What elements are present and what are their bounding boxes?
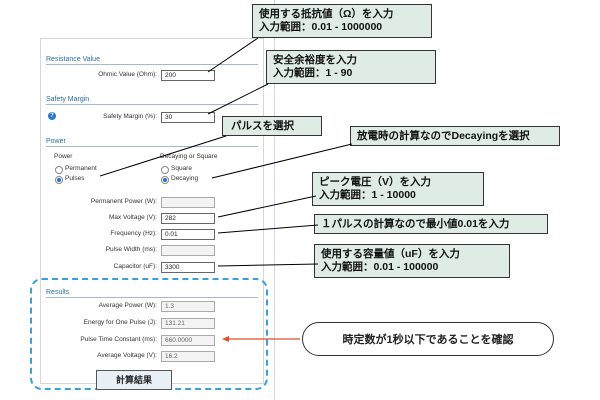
callout-pulse: パルスを選択 bbox=[222, 116, 322, 136]
callout-voltage-line2: 入力範囲：1 - 10000 bbox=[319, 189, 416, 201]
safety-margin-label: Safety Margin (%): bbox=[103, 113, 157, 120]
avg-voltage-label: Average Voltage (V): bbox=[97, 352, 157, 359]
permanent-power-input[interactable] bbox=[161, 197, 215, 208]
callout-frequency: １パルスの計算なので最小値0.01を入力 bbox=[314, 214, 548, 234]
capacitor-input[interactable]: 3300 bbox=[161, 262, 215, 273]
max-voltage-label: Max Voltage (V): bbox=[108, 214, 157, 221]
callout-pulse-text: パルスを選択 bbox=[231, 120, 294, 132]
avg-power-output: 1.3 bbox=[161, 301, 215, 312]
callout-capacitor-line1: 使用する容量値（uF）を入力 bbox=[321, 248, 460, 260]
square-radio-label: Square bbox=[171, 165, 192, 172]
callout-capacitor-line2: 入力範囲：0.01 - 100000 bbox=[321, 261, 439, 273]
callout-frequency-text: １パルスの計算なので最小値0.01を入力 bbox=[321, 218, 510, 230]
callout-resistance-line2: 入力範囲：0.01 - 1000000 bbox=[259, 21, 383, 33]
callout-safety-line2: 入力範囲：1 - 90 bbox=[273, 67, 353, 79]
permanent-radio-label: Permanent bbox=[65, 165, 97, 172]
safety-divider bbox=[46, 104, 258, 105]
power-group-label: Power bbox=[54, 153, 73, 160]
callout-voltage-line1: ピーク電圧（V）を入力 bbox=[319, 176, 432, 188]
permanent-power-label: Permanent Power (W): bbox=[90, 198, 157, 205]
pulses-radio[interactable] bbox=[55, 176, 63, 184]
safety-margin-input[interactable]: 30 bbox=[161, 112, 215, 123]
pulse-time-constant-output: 660.0000 bbox=[161, 335, 215, 346]
energy-output: 131.21 bbox=[161, 318, 215, 329]
permanent-radio[interactable] bbox=[55, 166, 63, 174]
callout-capacitor: 使用する容量値（uF）を入力 入力範囲：0.01 - 100000 bbox=[314, 244, 510, 278]
max-voltage-input[interactable]: 282 bbox=[161, 213, 215, 224]
pulse-width-label: Pulse Width (ms): bbox=[105, 246, 157, 253]
pulse-time-constant-label: Pulse Time Constant (ms): bbox=[80, 336, 157, 343]
pulse-width-input[interactable] bbox=[161, 245, 215, 256]
frequency-label: Frequency (Hz): bbox=[110, 230, 157, 237]
ohmic-value-input[interactable]: 200 bbox=[161, 70, 215, 81]
safety-section-title: Safety Margin bbox=[46, 96, 90, 103]
square-radio[interactable] bbox=[161, 166, 169, 174]
callout-time-constant: 時定数が1秒以下であることを確認 bbox=[302, 322, 554, 356]
results-section-title: Results bbox=[46, 289, 70, 296]
callout-decaying: 放電時の計算なのでDecayingを選択 bbox=[350, 126, 560, 146]
avg-power-label: Average Power (W): bbox=[98, 302, 157, 309]
energy-label: Energy for One Pulse (J): bbox=[83, 319, 157, 326]
results-divider bbox=[46, 297, 258, 298]
callout-voltage: ピーク電圧（V）を入力 入力範囲：1 - 10000 bbox=[312, 172, 484, 206]
decaying-radio-label: Decaying bbox=[171, 175, 199, 182]
ohmic-value-label: Ohmic Value (Ohm): bbox=[98, 71, 157, 78]
power-divider bbox=[46, 146, 258, 147]
callout-resistance: 使用する抵抗値（Ω）を入力 入力範囲：0.01 - 1000000 bbox=[252, 4, 432, 38]
callout-safety: 安全余裕度を入力 入力範囲：1 - 90 bbox=[266, 50, 436, 84]
decay-group-label: Decaying or Square bbox=[160, 153, 218, 160]
power-section-title: Power bbox=[46, 138, 66, 145]
resistance-divider bbox=[46, 64, 258, 65]
callout-decaying-text: 放電時の計算なのでDecayingを選択 bbox=[357, 130, 530, 142]
help-icon[interactable]: ? bbox=[48, 112, 56, 120]
capacitor-label: Capacitor (uF): bbox=[113, 263, 157, 270]
frequency-input[interactable]: 0.01 bbox=[161, 229, 215, 240]
decaying-radio[interactable] bbox=[161, 176, 169, 184]
resistance-section-title: Resistance Value bbox=[46, 56, 100, 63]
pulses-radio-label: Pulses bbox=[65, 175, 85, 182]
callout-safety-line1: 安全余裕度を入力 bbox=[273, 54, 357, 66]
callout-resistance-line1: 使用する抵抗値（Ω）を入力 bbox=[259, 8, 394, 20]
avg-voltage-output: 16.2 bbox=[161, 351, 215, 362]
results-tag: 計算結果 bbox=[96, 370, 172, 390]
